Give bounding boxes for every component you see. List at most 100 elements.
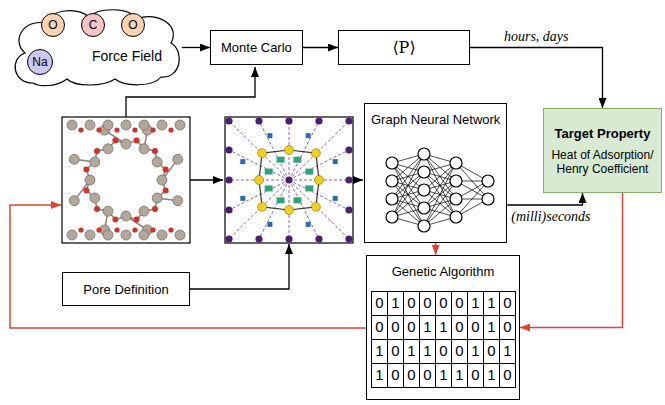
graph-node (265, 169, 273, 175)
zeolite-frame (62, 117, 190, 243)
node-title: Force Field (92, 48, 162, 64)
neuron (418, 220, 430, 232)
neuron (386, 175, 398, 187)
graph-node (311, 202, 320, 211)
oxygen-atom (78, 127, 83, 132)
graph-node (345, 235, 352, 242)
graph-node (315, 117, 322, 124)
node-title: Target Property (555, 126, 651, 141)
oxygen-atom (152, 206, 158, 212)
node-title: O (48, 18, 57, 32)
atom-circle: O (41, 13, 65, 37)
graph-node (315, 176, 324, 185)
graph-node (277, 197, 285, 203)
table-cell: 0 (483, 339, 500, 364)
silicon-atom (139, 120, 149, 130)
silicon-atom (121, 211, 131, 221)
graph-node (285, 117, 292, 124)
node-title: O (128, 18, 137, 32)
oxygen-atom (112, 137, 118, 143)
neuron (386, 157, 398, 169)
silicon-atom (173, 196, 183, 206)
neuron (418, 148, 430, 160)
table-cell: 1 (403, 339, 420, 364)
silicon-atom (103, 230, 113, 240)
table-cell: 0 (499, 291, 516, 316)
table-cell: 1 (483, 363, 500, 388)
neuron (418, 202, 430, 214)
graph-node (225, 117, 232, 124)
table-cell: 0 (371, 291, 388, 316)
node-title: Genetic Algorithm (392, 264, 495, 279)
silicon-atom (85, 120, 95, 130)
silicon-atom (121, 230, 131, 240)
process-box: Monte Carlo (210, 30, 303, 65)
table-cell: 0 (451, 339, 468, 364)
neuron (450, 211, 462, 223)
graph-node (345, 206, 352, 213)
graph-node (267, 222, 272, 227)
table-cell: 0 (467, 363, 484, 388)
edge-label: hours, days (502, 29, 571, 45)
target-box: Target PropertyHeat of Adsorption/ Henry… (543, 108, 662, 193)
table-cell: 0 (403, 363, 420, 388)
table-cell: 1 (419, 339, 436, 364)
neuron (450, 193, 462, 205)
graph-arrow (353, 179, 363, 180)
node-title: Graph Neural Network (371, 112, 500, 127)
network-box: Graph Neural Network (364, 103, 507, 243)
silicon-atom (85, 175, 95, 185)
graph-frame (225, 117, 353, 243)
table-cell: 0 (419, 363, 436, 388)
graph-node (225, 176, 232, 183)
neuron (482, 175, 494, 187)
table-cell: 0 (387, 315, 404, 340)
table-cell: 0 (419, 291, 436, 316)
graph-node (333, 159, 338, 164)
silicon-atom (157, 230, 167, 240)
graph-node (345, 146, 352, 153)
graph-node (255, 235, 262, 242)
silicon-atom (173, 154, 183, 164)
table-cell: 0 (499, 363, 516, 388)
silicon-atom (139, 206, 149, 216)
edge-label: (milli)seconds (509, 209, 592, 225)
table-cell: 1 (499, 339, 516, 364)
bit-table: 010000110000110010101100101100011010 (371, 291, 515, 387)
graph-node (315, 235, 322, 242)
graph-node (225, 206, 232, 213)
graph-node (267, 133, 272, 138)
silicon-atom (121, 139, 131, 149)
process-box: ⟨P⟩ (338, 30, 470, 65)
oxygen-atom (112, 217, 118, 223)
zeolite-structure (67, 120, 185, 240)
graph-node (265, 185, 273, 191)
silicon-atom (157, 120, 167, 130)
table-cell: 1 (467, 339, 484, 364)
oxygen-atom (152, 148, 158, 154)
graph-node (240, 196, 245, 201)
silicon-atom (152, 157, 162, 167)
structure-arrow (190, 179, 223, 180)
feedback-arrow (10, 205, 366, 328)
graph-node (255, 176, 264, 185)
oxygen-atom (132, 127, 137, 132)
pore-graph (225, 117, 352, 242)
table-cell: 0 (403, 315, 420, 340)
atom-circle: O (121, 13, 145, 37)
table-cell: 1 (419, 315, 436, 340)
oxygen-atom (94, 206, 100, 212)
node-title: Pore Definition (83, 282, 168, 297)
table-cell: 0 (371, 315, 388, 340)
table-cell: 1 (387, 291, 404, 316)
flow-arrow (182, 47, 210, 48)
graph-node (258, 149, 267, 158)
oxygen-atom (96, 127, 101, 132)
graph-node (258, 202, 267, 211)
oxygen-atom (134, 137, 140, 143)
graph-node (285, 176, 292, 183)
neuron (386, 193, 398, 205)
graph-node (345, 117, 352, 124)
oxygen-atom (150, 127, 155, 132)
